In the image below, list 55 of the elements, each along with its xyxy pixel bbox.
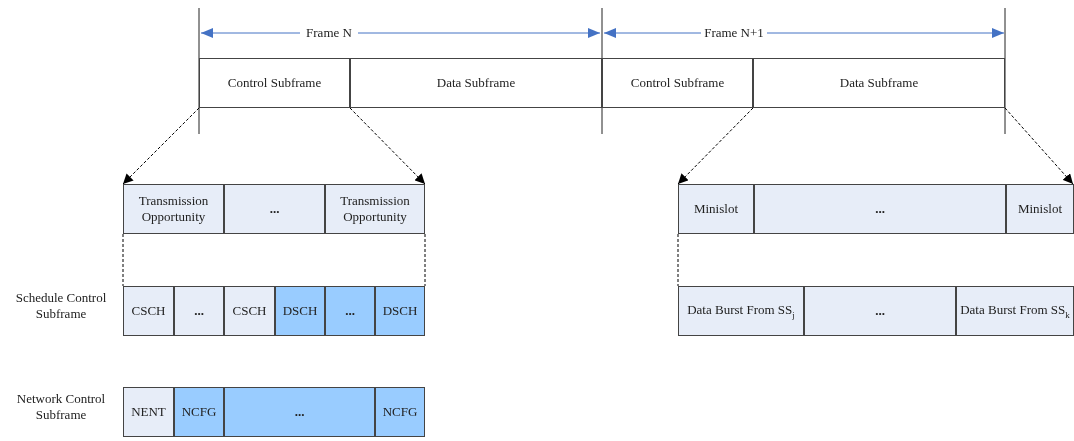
arrow bbox=[122, 107, 200, 185]
frame-cell bbox=[123, 184, 224, 234]
row-label: Schedule Control Subframe bbox=[14, 290, 108, 323]
cell-label: Transmission Opportunity bbox=[339, 192, 411, 226]
ellipsis: ... bbox=[875, 200, 885, 218]
frame-cell bbox=[375, 286, 425, 336]
cell-label: Data Burst From SS$_{k}$ bbox=[960, 301, 1070, 321]
cell-label: CSCH bbox=[232, 302, 267, 320]
ellipsis: ... bbox=[194, 302, 204, 320]
cell-label: Minislot bbox=[1017, 200, 1063, 218]
ellipsis: ... bbox=[345, 302, 355, 320]
frame-cell bbox=[224, 286, 275, 336]
cell-label: Control Subframe bbox=[227, 74, 322, 92]
row-label: Network Control Subframe bbox=[15, 391, 107, 424]
frame-cell bbox=[956, 286, 1074, 336]
frame-cell bbox=[224, 387, 375, 437]
arrow bbox=[1004, 107, 1074, 185]
frame-cell bbox=[753, 58, 1005, 108]
dashed-line bbox=[122, 233, 124, 287]
cell-label: DSCH bbox=[282, 302, 318, 320]
frame-cell bbox=[174, 387, 224, 437]
frame-cell bbox=[350, 58, 602, 108]
frame-cell bbox=[602, 58, 753, 108]
dashed-line bbox=[677, 233, 679, 287]
cell-label: NCFG bbox=[181, 403, 217, 421]
frame-cell bbox=[123, 387, 174, 437]
cell-label: Data Subframe bbox=[839, 74, 919, 92]
frame-cell bbox=[1006, 184, 1074, 234]
cell-label: Data Burst From SS$_{j}$ bbox=[687, 301, 795, 321]
frame-cell bbox=[199, 58, 350, 108]
frame-cell bbox=[123, 286, 174, 336]
frame-cell bbox=[224, 184, 325, 234]
cell-label: NCFG bbox=[382, 403, 418, 421]
frame-cell bbox=[678, 286, 804, 336]
frame-cell bbox=[754, 184, 1006, 234]
frame-cell bbox=[174, 286, 224, 336]
ellipsis: ... bbox=[294, 403, 305, 421]
frame-cell bbox=[275, 286, 325, 336]
cell-label: CSCH bbox=[131, 302, 166, 320]
ellipsis: ... bbox=[269, 200, 280, 218]
frame-cell bbox=[375, 387, 425, 437]
cell-label: Control Subframe bbox=[630, 74, 725, 92]
dashed-line bbox=[424, 233, 426, 287]
cell-label: NENT bbox=[131, 403, 166, 421]
cell-label: Minislot bbox=[693, 200, 739, 218]
arrow bbox=[677, 107, 754, 185]
frame-cell bbox=[804, 286, 956, 336]
frame-cell bbox=[325, 286, 375, 336]
frame-cell bbox=[678, 184, 754, 234]
ellipsis: ... bbox=[875, 302, 885, 320]
cell-label: DSCH bbox=[382, 302, 418, 320]
frame-cell bbox=[325, 184, 425, 234]
cell-label: Transmission Opportunity bbox=[137, 192, 210, 226]
arrow bbox=[349, 107, 426, 185]
cell-label: Data Subframe bbox=[436, 74, 516, 92]
